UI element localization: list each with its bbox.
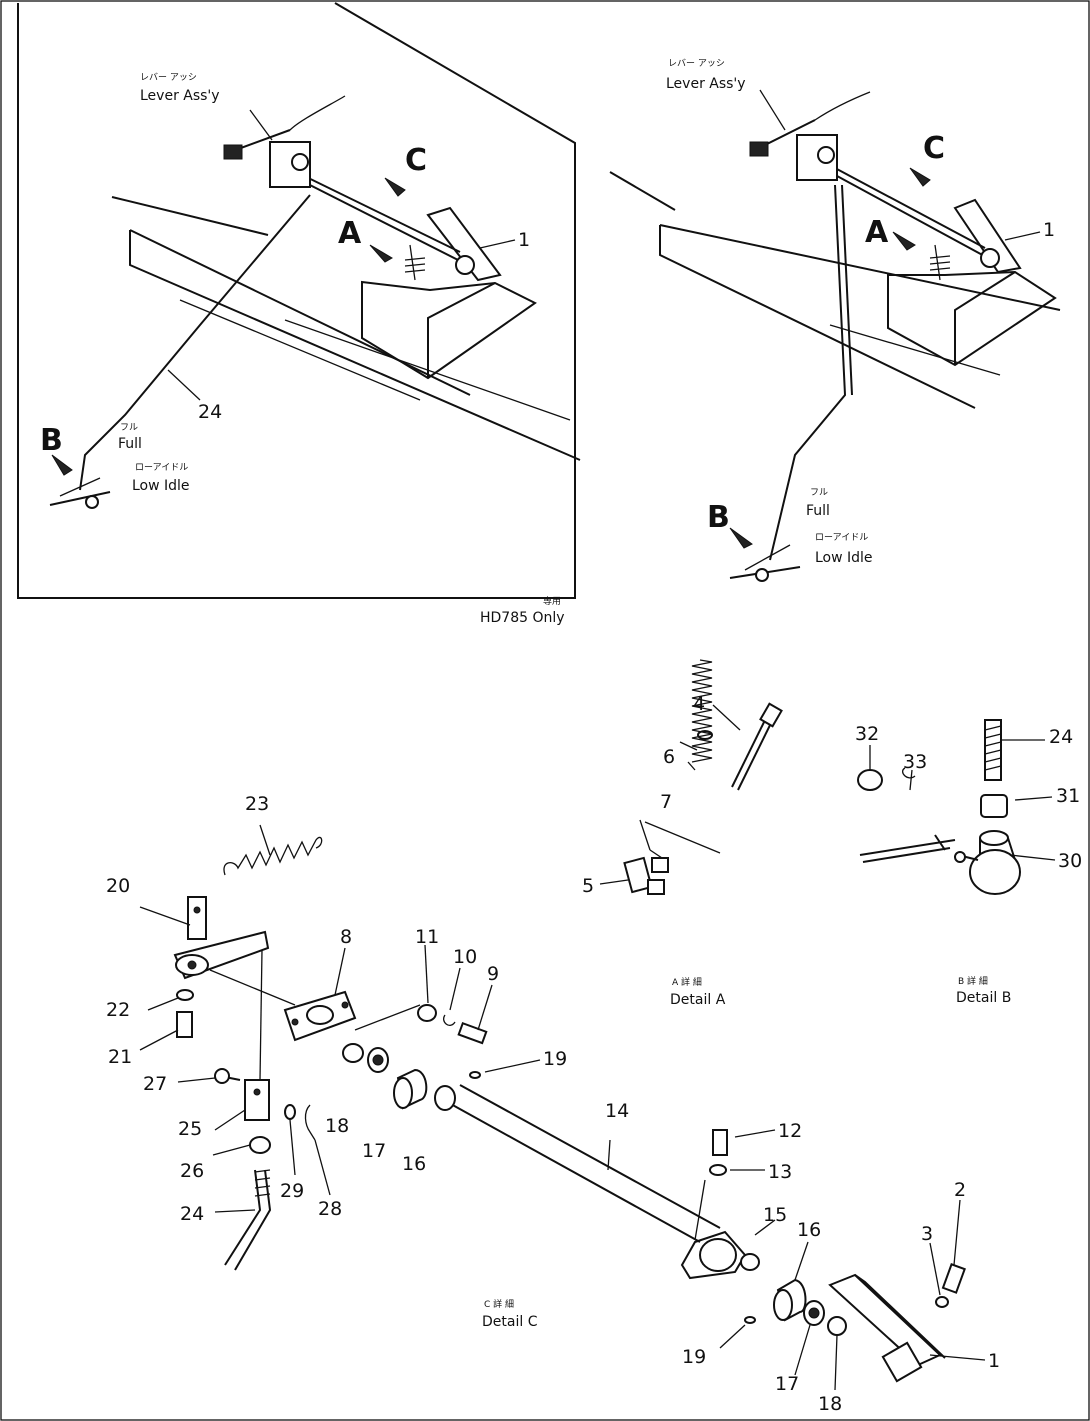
low-idle-label-right: Low Idle (815, 550, 873, 566)
lever-assy-jp-label-left: レバー アッシ (140, 72, 197, 83)
lever-assy-label-left: Lever Ass'y (140, 88, 220, 104)
low-idle-jp-label-right: ローアイドル (815, 533, 868, 543)
view-hd785-only (17, 2, 581, 599)
callout-26: 26 (180, 1160, 204, 1182)
arrow-c-label-right: C (923, 131, 945, 166)
lever-assy-jp-label-right: レバー アッシ (668, 58, 725, 69)
callout-14: 14 (605, 1100, 629, 1122)
callout-8: 8 (340, 926, 352, 948)
arrow-a-label-right: A (865, 215, 889, 250)
callout-19-upper: 19 (543, 1048, 567, 1070)
callout-30: 30 (1058, 850, 1082, 872)
callout-1-right: 1 (1043, 219, 1055, 241)
arrow-b-label-right: B (707, 500, 730, 535)
callout-23: 23 (245, 793, 269, 815)
callout-2: 2 (954, 1179, 966, 1201)
detail-c-label: Detail C (482, 1314, 538, 1330)
callout-32: 32 (855, 723, 879, 745)
callout-6: 6 (663, 746, 675, 768)
callout-9: 9 (487, 963, 499, 985)
callout-10: 10 (453, 946, 477, 968)
detail-a-drawing (599, 659, 783, 895)
lever-assy-label-right: Lever Ass'y (666, 76, 746, 92)
callout-19-lower: 19 (682, 1346, 706, 1368)
callout-27: 27 (143, 1073, 167, 1095)
view-standard (609, 89, 1061, 582)
arrow-c-label-left: C (405, 143, 427, 178)
callout-33: 33 (903, 751, 927, 773)
callout-16-right: 16 (797, 1219, 821, 1241)
callout-31: 31 (1056, 785, 1080, 807)
detail-a-label: Detail A (670, 992, 726, 1008)
detail-c-jp-label: C 詳 細 (484, 1298, 514, 1310)
full-label-left: Full (118, 436, 142, 452)
callout-18-right: 18 (818, 1393, 842, 1415)
detail-a-jp-label: A 詳 細 (672, 976, 702, 988)
callout-7: 7 (660, 791, 672, 813)
callout-21: 21 (108, 1046, 132, 1068)
callout-5: 5 (582, 875, 594, 897)
arrow-b-label-left: B (40, 423, 63, 458)
full-jp-label-right: フル (810, 488, 828, 498)
arrow-a-label-left: A (338, 216, 362, 251)
low-idle-jp-label-left: ローアイドル (135, 463, 188, 473)
callout-20: 20 (106, 875, 130, 897)
callout-13: 13 (768, 1161, 792, 1183)
callout-1-left: 1 (518, 229, 530, 251)
callout-15: 15 (763, 1204, 787, 1226)
callout-16-left: 16 (402, 1153, 426, 1175)
callout-4: 4 (693, 693, 705, 715)
callout-3: 3 (921, 1223, 933, 1245)
callout-17-left: 17 (362, 1140, 386, 1162)
callout-28: 28 (318, 1198, 342, 1220)
callout-12: 12 (778, 1120, 802, 1142)
callout-1-detail-c: 1 (988, 1350, 1000, 1372)
low-idle-label-left: Low Idle (132, 478, 190, 494)
callout-18-left: 18 (325, 1115, 349, 1137)
callout-24-detail-b: 24 (1049, 726, 1073, 748)
inset-frame (17, 2, 576, 599)
full-label-right: Full (806, 503, 830, 519)
detail-b-label: Detail B (956, 990, 1011, 1006)
callout-29: 29 (280, 1180, 304, 1202)
only-jp-label: 専用 (543, 595, 561, 607)
full-jp-label-left: フル (120, 423, 138, 433)
callout-22: 22 (106, 999, 130, 1021)
detail-c-drawing (139, 824, 986, 1391)
callout-24-detail-c: 24 (180, 1203, 204, 1225)
hd785-only-label: HD785 Only (480, 610, 565, 626)
callout-17-right: 17 (775, 1373, 799, 1395)
detail-b-drawing (857, 719, 1056, 895)
callout-24-left: 24 (198, 401, 222, 423)
callout-11: 11 (415, 926, 439, 948)
callout-25: 25 (178, 1118, 202, 1140)
detail-b-jp-label: B 詳 細 (958, 975, 988, 987)
